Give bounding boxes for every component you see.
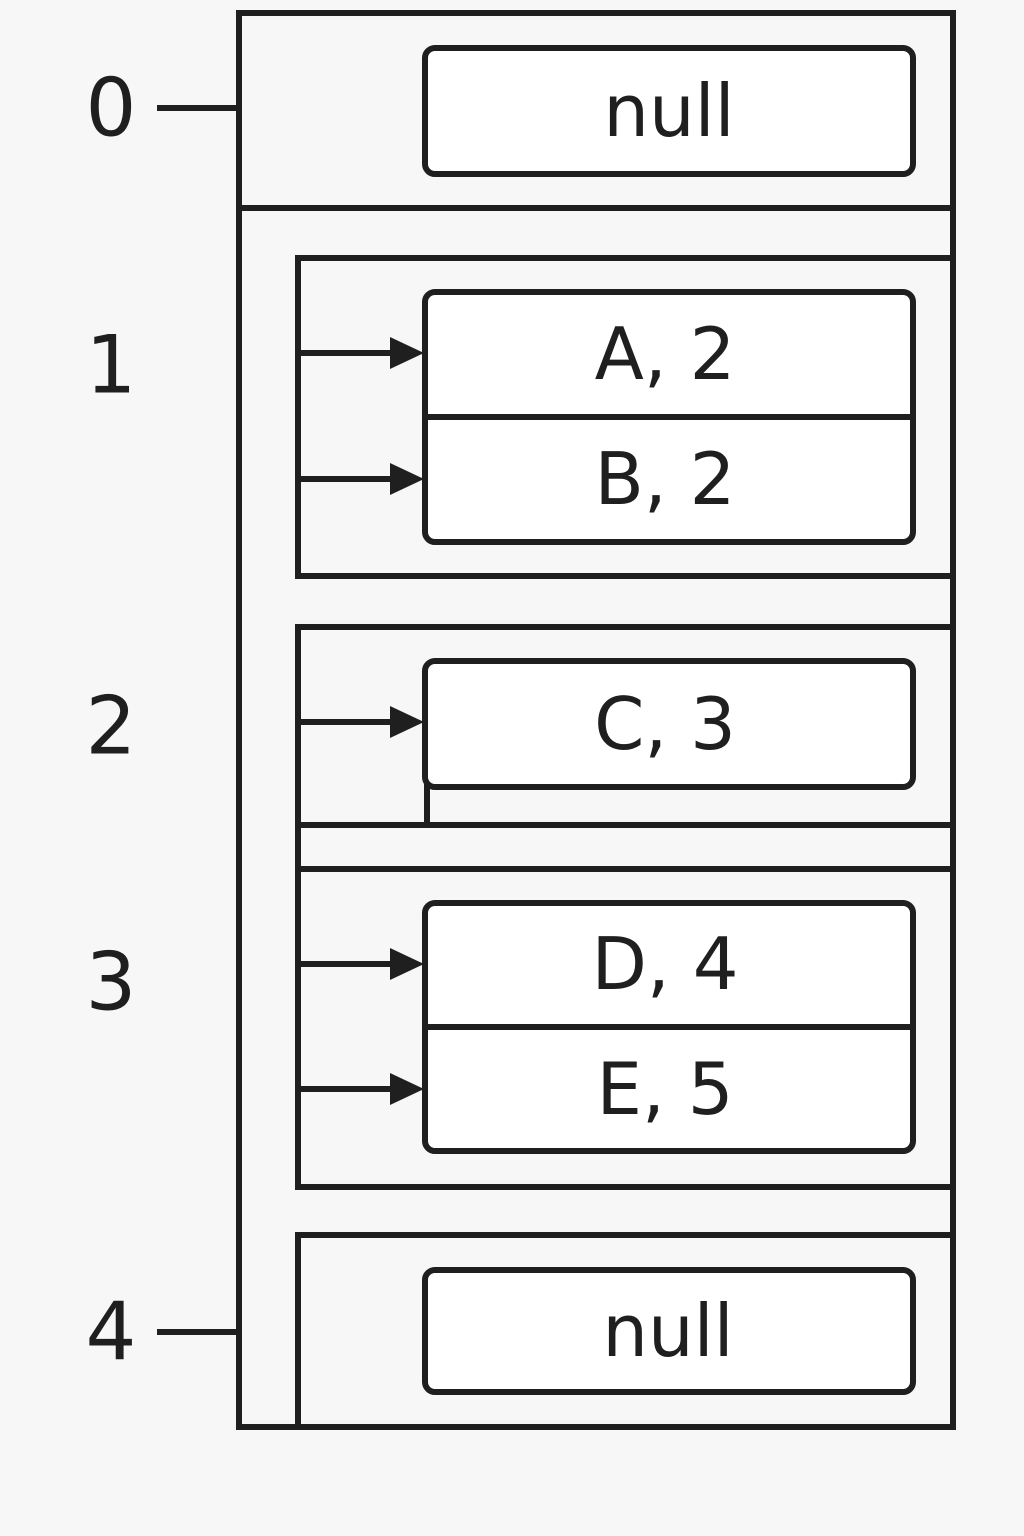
index-labels: 0 1 2 3 4 xyxy=(86,62,242,1379)
pointer-arrow xyxy=(295,1086,395,1186)
bucket-4: null xyxy=(295,1232,956,1430)
node-label: E, 5 xyxy=(596,1047,733,1131)
bucket-3: D, 4 E, 5 xyxy=(295,822,956,1190)
pointer-arrow xyxy=(295,628,395,725)
bucket-1: A, 2 B, 2 xyxy=(295,255,956,579)
pointer-arrow xyxy=(295,476,395,575)
node-label: null xyxy=(602,1289,733,1373)
pointer-arrow xyxy=(295,259,395,356)
bucket-box xyxy=(295,866,956,1190)
index-label-3: 3 xyxy=(86,936,137,1029)
arrowhead-icon xyxy=(390,463,424,495)
arrowhead-icon xyxy=(390,1073,424,1105)
bucket-box xyxy=(295,624,956,828)
index-label-2: 2 xyxy=(86,680,137,773)
node-cell xyxy=(422,658,916,790)
null-cell xyxy=(422,45,916,177)
bucket-box xyxy=(295,255,956,579)
node-label: A, 2 xyxy=(595,312,736,396)
index-label-4: 4 xyxy=(86,1286,137,1379)
arrowhead-icon xyxy=(390,948,424,980)
index-label-1: 1 xyxy=(86,319,137,412)
bucket-box xyxy=(295,1232,956,1430)
null-cell xyxy=(422,1267,916,1395)
node-label: null xyxy=(603,69,734,153)
node-label: C, 3 xyxy=(594,682,736,766)
bucket-2: C, 3 xyxy=(295,624,956,828)
arrowhead-icon xyxy=(390,337,424,369)
node-label: B, 2 xyxy=(595,437,736,521)
arrowhead-icon xyxy=(390,706,424,738)
bucket-0: null xyxy=(422,45,916,177)
node-label: D, 4 xyxy=(591,922,738,1006)
pointer-arrow xyxy=(295,870,395,967)
index-label-0: 0 xyxy=(86,62,137,155)
